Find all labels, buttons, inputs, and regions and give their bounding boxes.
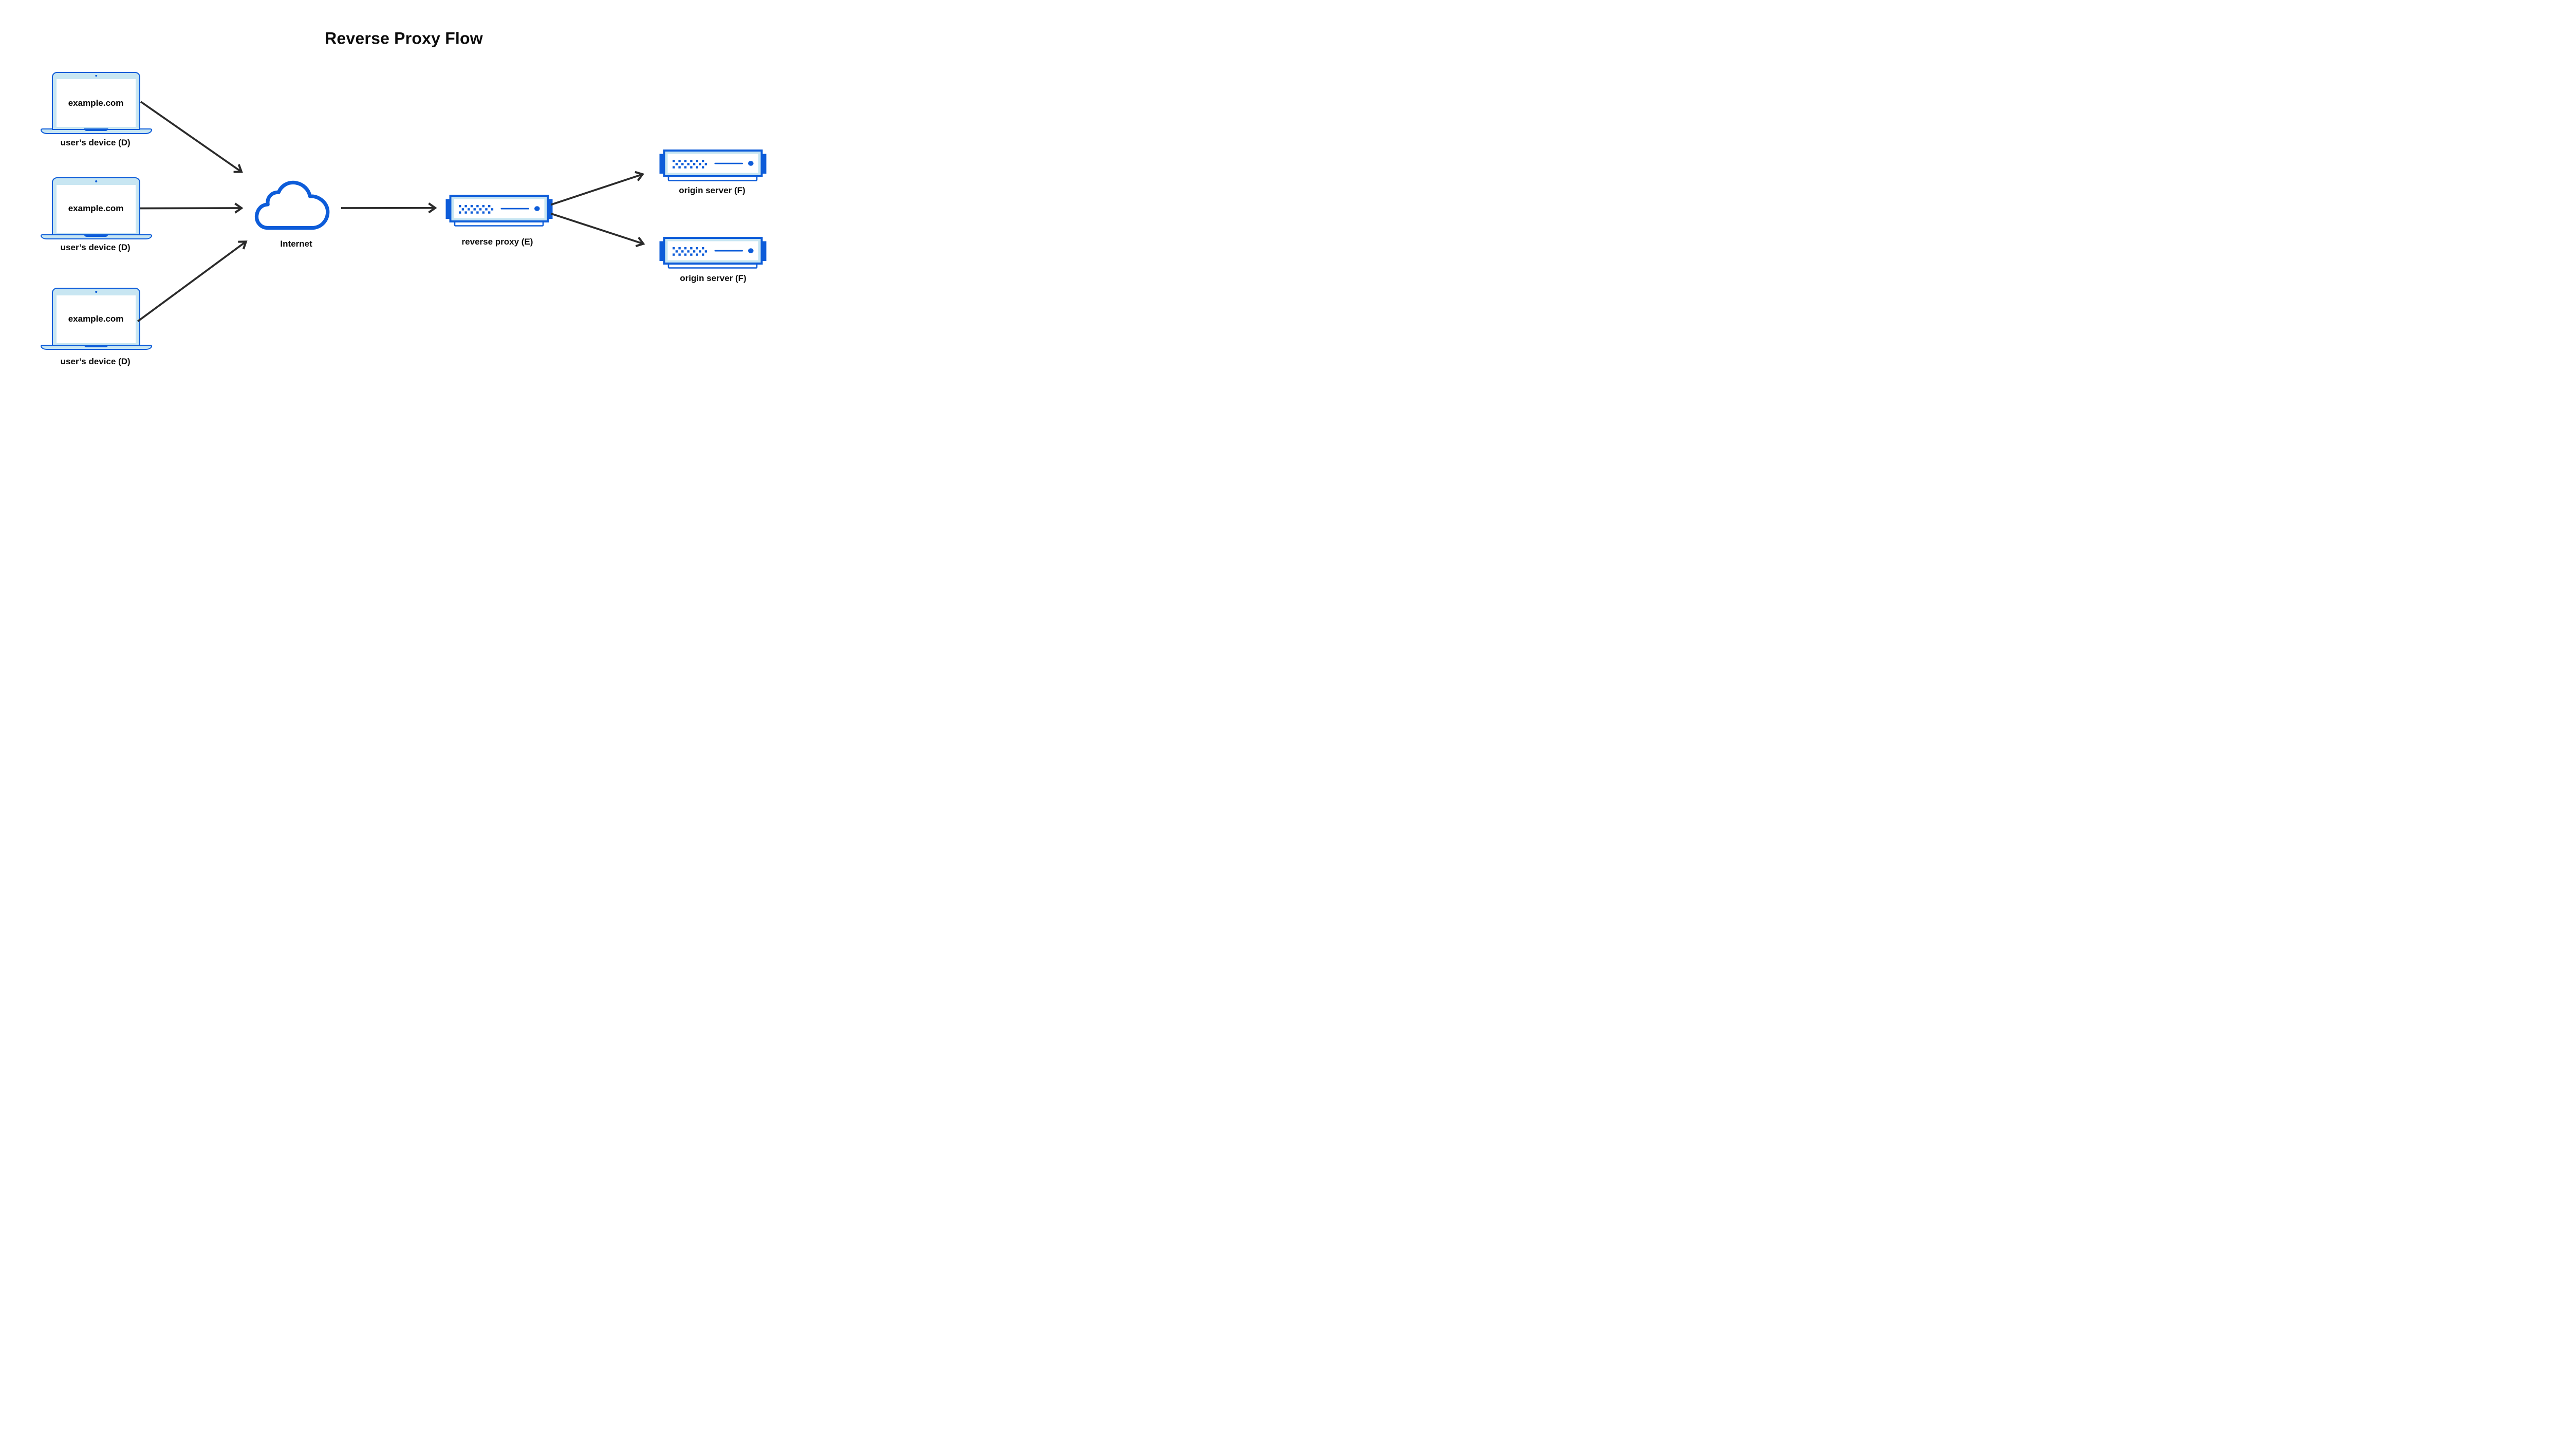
origin-server-icon-1: [659, 149, 767, 182]
camera-dot-icon: [95, 74, 97, 77]
trackpad-notch: [84, 344, 108, 347]
user-device-node-1: example.com: [40, 71, 152, 135]
screen-url-text: example.com: [68, 314, 124, 324]
origin-server-label-1: origin server (F): [679, 185, 746, 195]
arrow-proxy-to-origin1: [550, 171, 644, 206]
user-device-node-2: example.com: [40, 177, 152, 240]
arrow-device3-to-internet: [137, 240, 248, 322]
page-title: Reverse Proxy Flow: [325, 29, 483, 48]
camera-dot-icon: [95, 291, 97, 293]
screen-url-text: example.com: [68, 98, 124, 108]
reverse-proxy-label: reverse proxy (E): [461, 237, 533, 247]
reverse-proxy-server-icon: [445, 195, 553, 227]
arrow-proxy-to-origin2: [551, 213, 645, 247]
camera-dot-icon: [95, 180, 97, 182]
trackpad-notch: [84, 234, 108, 237]
user-device-node-3: example.com: [40, 288, 152, 350]
arrow-device2-to-internet: [140, 202, 244, 214]
device-label-2: user’s device (D): [60, 242, 131, 253]
device-label-3: user’s device (D): [60, 357, 131, 367]
internet-label: Internet: [280, 239, 312, 249]
laptop-icon: example.com: [52, 71, 141, 130]
laptop-screen: example.com: [56, 295, 136, 343]
origin-server-label-2: origin server (F): [680, 273, 747, 283]
diagram-canvas: Reverse Proxy Flow example.com user’s de…: [0, 0, 806, 403]
screen-url-text: example.com: [68, 203, 124, 213]
cloud-icon: [254, 180, 330, 230]
trackpad-notch: [84, 128, 108, 132]
device-label-1: user’s device (D): [60, 138, 131, 148]
origin-server-icon-2: [659, 237, 767, 269]
laptop-icon: example.com: [52, 288, 141, 346]
arrow-device1-to-internet: [140, 101, 243, 173]
laptop-screen: example.com: [56, 184, 136, 233]
laptop-screen: example.com: [56, 79, 136, 127]
laptop-icon: example.com: [52, 177, 141, 235]
